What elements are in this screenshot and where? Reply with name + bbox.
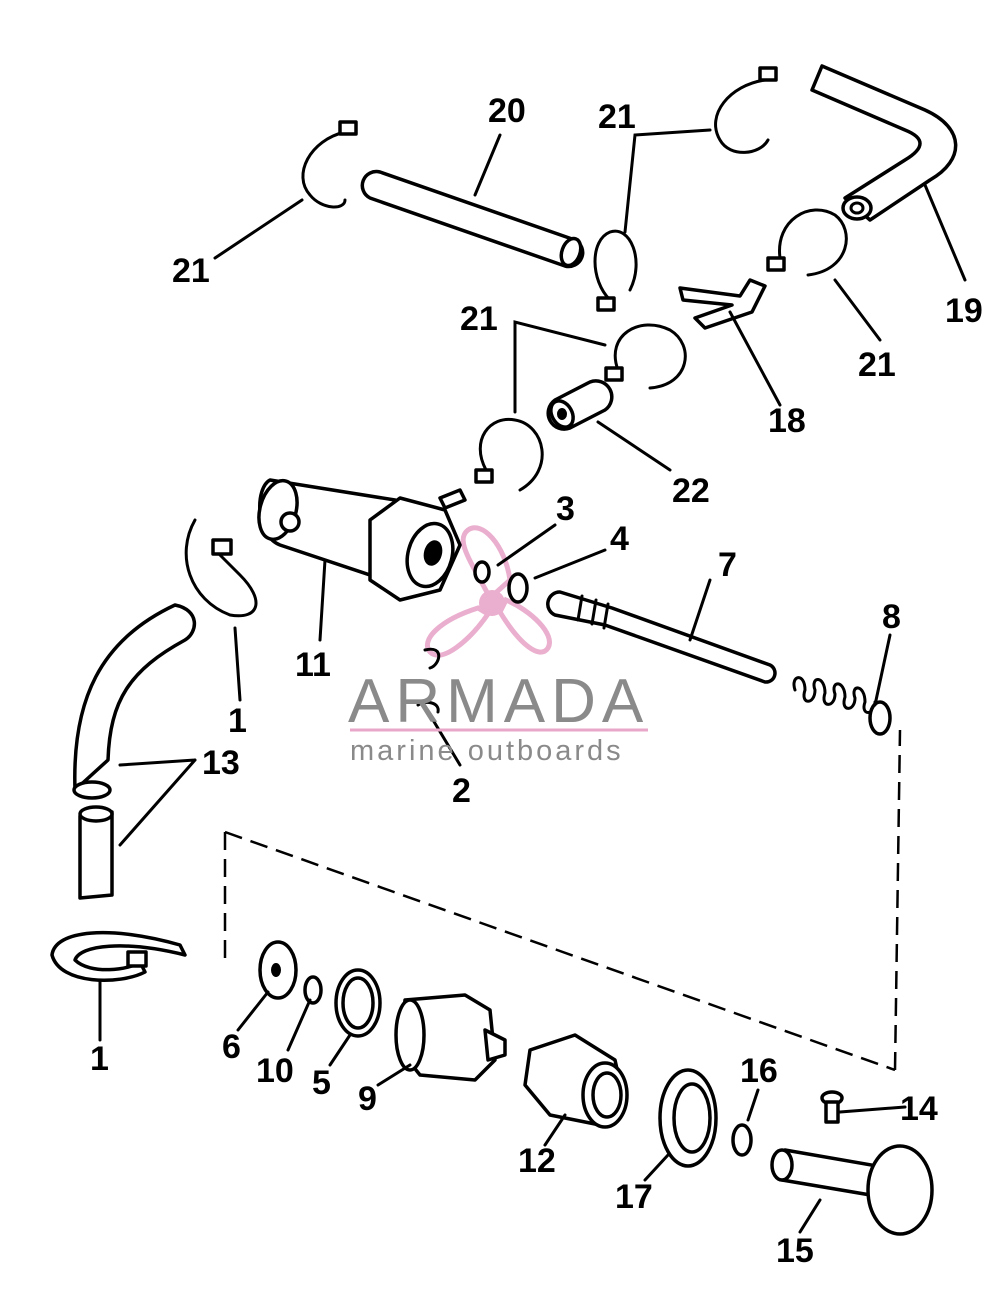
callout-1: 1 <box>228 702 247 740</box>
part-4-o-ring <box>507 572 529 604</box>
part-21-clamp-a <box>301 120 358 209</box>
part-6-washer <box>258 940 298 1000</box>
part-1-clamp-lower <box>50 930 187 982</box>
callout-21: 21 <box>172 252 210 290</box>
callout-14: 14 <box>900 1090 938 1128</box>
callout-21: 21 <box>598 98 636 136</box>
part-19-elbow-hose <box>810 64 958 222</box>
part-15-plunger <box>770 1144 934 1236</box>
callout-20: 20 <box>488 92 526 130</box>
part-20-straight-hose <box>360 169 585 269</box>
callout-17: 17 <box>615 1178 653 1216</box>
part-3-o-ring <box>473 560 491 584</box>
part-7-valve-stem <box>546 590 777 684</box>
part-16-o-ring <box>731 1123 753 1157</box>
part-21-clamp-e <box>604 323 687 390</box>
part-2-clip <box>416 647 441 714</box>
callout-7: 7 <box>718 546 737 584</box>
part-1-clamp-upper <box>184 518 258 618</box>
part-22-sleeve <box>546 379 614 431</box>
part-17-seat <box>658 1068 718 1168</box>
part-21-clamp-d <box>766 208 848 277</box>
part-21-clamp-f <box>474 417 544 492</box>
part-13-hose <box>72 603 196 900</box>
callout-18: 18 <box>768 402 806 440</box>
part-14-screw <box>820 1090 844 1124</box>
callout-15: 15 <box>776 1232 814 1270</box>
part-8-spring <box>792 676 892 736</box>
part-12-retainer <box>523 1033 629 1129</box>
callout-13: 13 <box>202 744 240 782</box>
watermark-brand-name: ARMADA <box>348 667 649 736</box>
part-9-valve-housing <box>394 993 507 1082</box>
callout-12: 12 <box>518 1142 556 1180</box>
callout-11: 11 <box>295 646 331 684</box>
callout-10: 10 <box>256 1052 294 1090</box>
part-10-o-ring <box>303 975 323 1005</box>
callout-21: 21 <box>858 346 896 384</box>
part-21-clamp-c <box>593 229 638 312</box>
callout-6: 6 <box>222 1028 241 1066</box>
leader-lines <box>98 128 967 1234</box>
callout-9: 9 <box>358 1080 377 1118</box>
assembly-dashed-line <box>223 729 902 1072</box>
callout-22: 22 <box>672 472 710 510</box>
part-11-valve-body <box>257 478 467 602</box>
watermark: ARMADA marine outboards <box>348 667 649 767</box>
callout-3: 3 <box>556 490 575 528</box>
part-18-y-fitting <box>678 278 767 330</box>
callout-1: 1 <box>90 1040 109 1078</box>
callout-8: 8 <box>882 598 901 636</box>
callout-16: 16 <box>740 1052 778 1090</box>
callout-2: 2 <box>452 772 471 810</box>
callout-4: 4 <box>610 520 629 558</box>
part-21-clamp-b <box>714 66 778 154</box>
callout-5: 5 <box>312 1064 331 1102</box>
callout-19: 19 <box>945 292 983 330</box>
callout-labels: 20 21 21 19 21 21 18 22 3 4 7 8 11 1 13 … <box>90 92 983 1270</box>
watermark-tagline: marine outboards <box>350 735 624 767</box>
part-5-gasket <box>334 968 382 1038</box>
callout-21: 21 <box>460 300 498 338</box>
